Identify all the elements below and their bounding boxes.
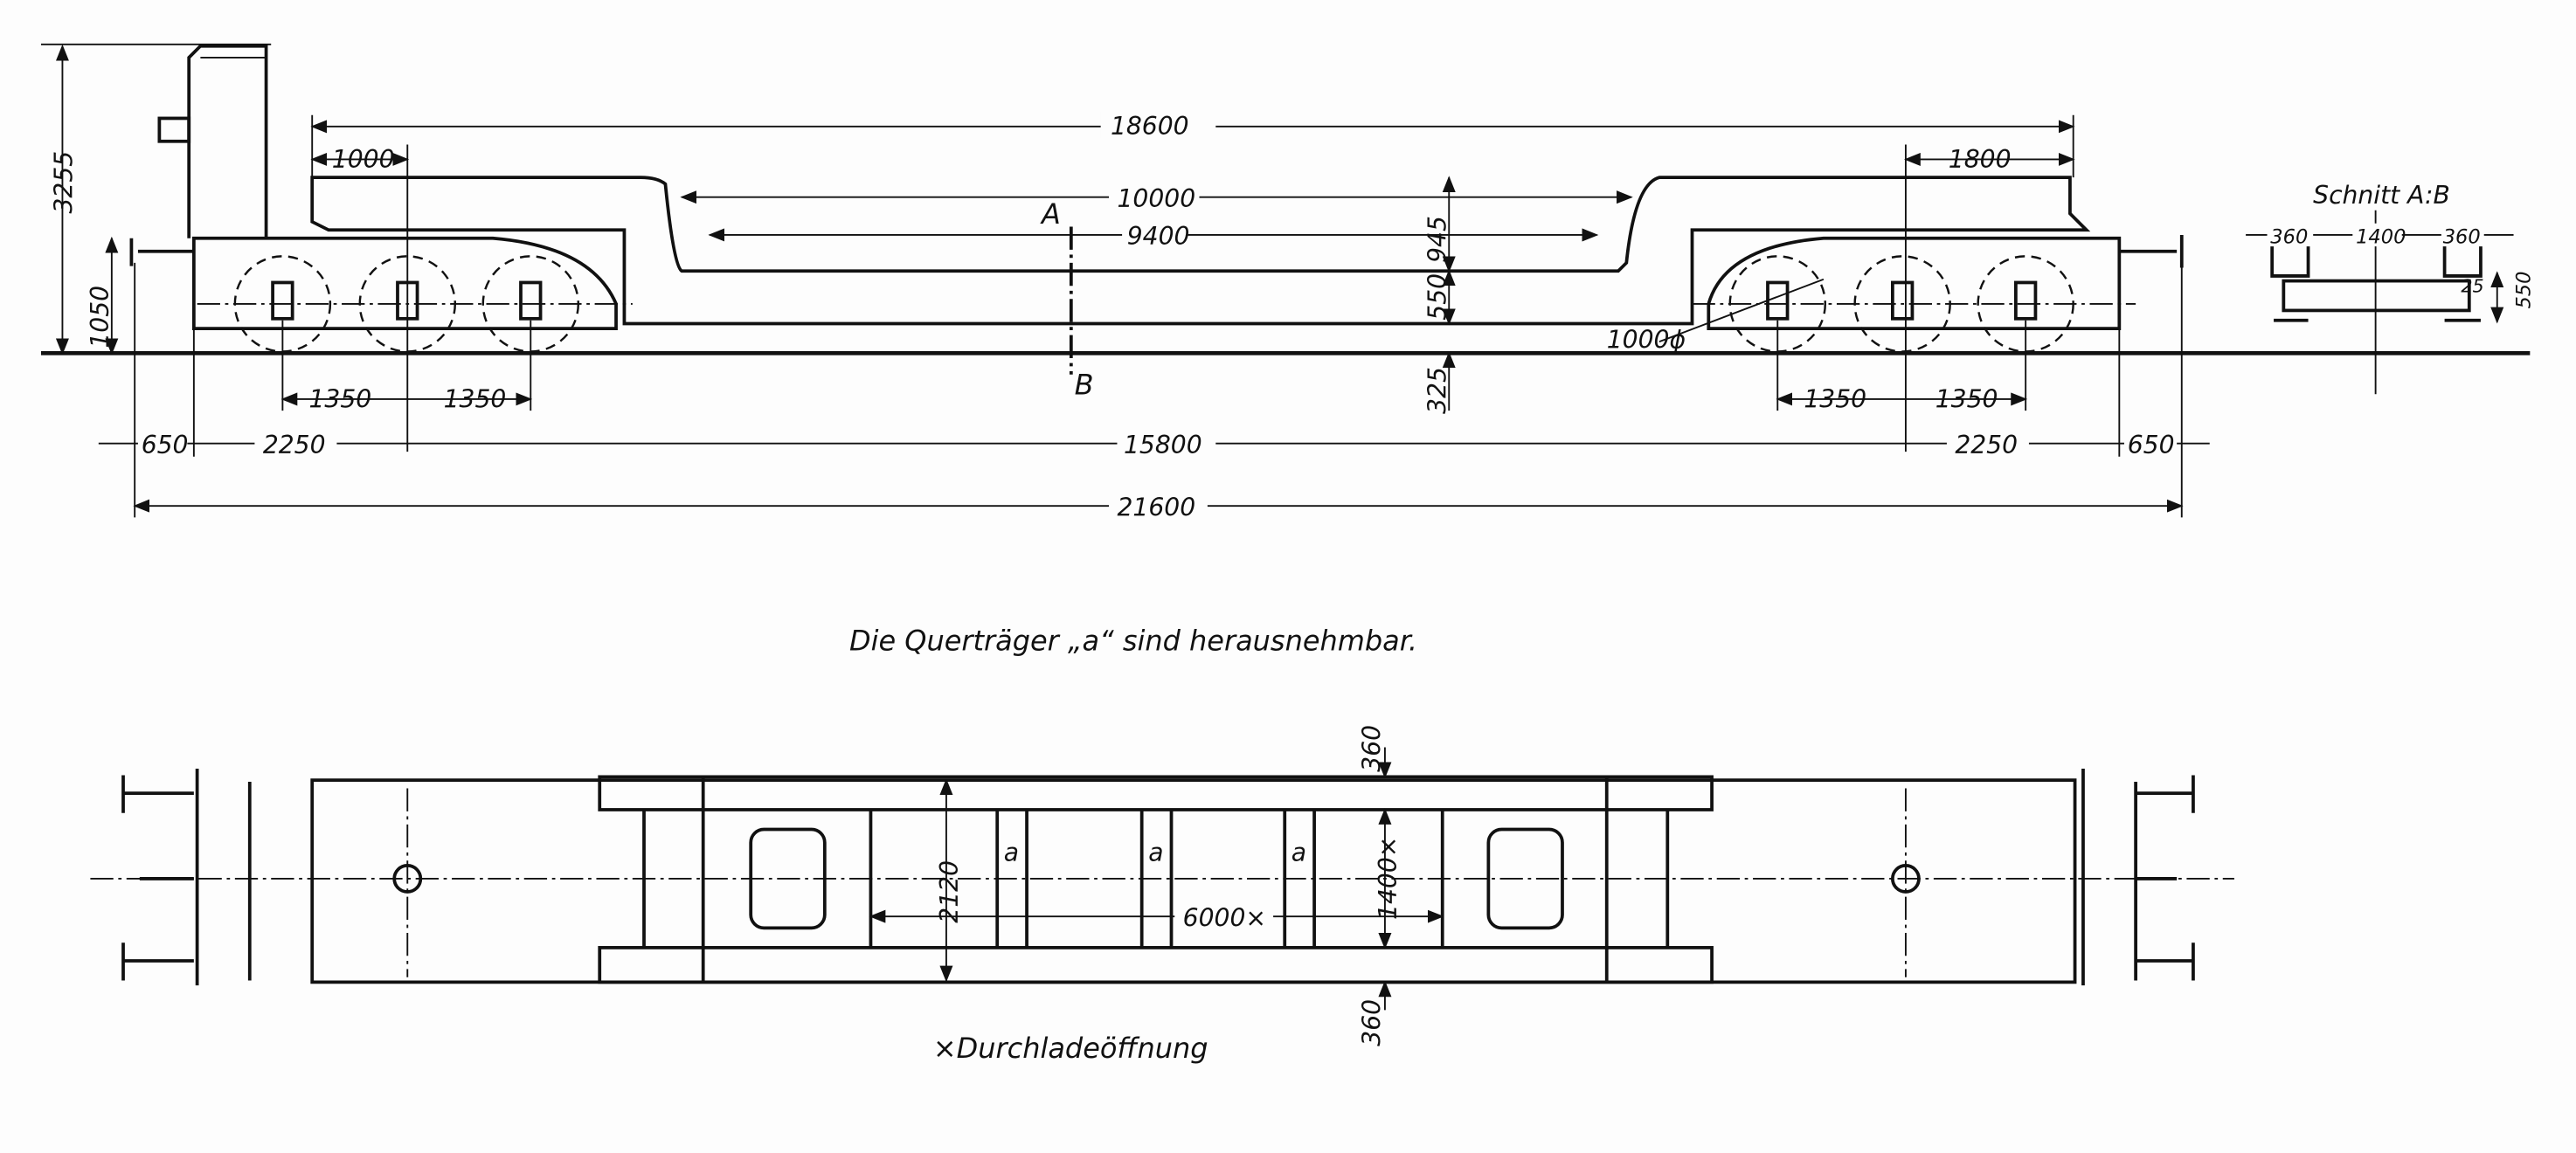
dim-1350: 1350: [1804, 384, 1866, 413]
dim-wheel-diameter: 1000ϕ: [1607, 326, 1686, 355]
dim-2250: 2250: [1955, 431, 2018, 459]
crossbeams: [995, 809, 1316, 948]
crossbeam-label-a: a: [1291, 838, 1306, 866]
plan-view: 2120 6000× 1400× 360 360 a a a ×Durchlad…: [90, 725, 2234, 1065]
dim-550: 550: [2512, 271, 2535, 308]
dim-1350: 1350: [308, 384, 371, 413]
dim-10000: 10000: [1117, 184, 1195, 213]
dim-360: 360: [1357, 999, 1386, 1046]
dim-18600: 18600: [1111, 112, 1189, 141]
dim-650: 650: [2128, 431, 2175, 459]
footnote-loading-opening: ×Durchladeöffnung: [933, 1032, 1208, 1065]
dim-945: 945: [1423, 216, 1451, 263]
dim-1400: 1400×: [1374, 837, 1402, 920]
dim-2250: 2250: [263, 431, 326, 459]
dim-1350: 1350: [444, 384, 507, 413]
brake-wheel: [157, 116, 191, 143]
left-bogie: [191, 236, 618, 330]
well-deck-girder: [310, 176, 2091, 326]
dim-550: 550: [1423, 273, 1451, 321]
dimension-lines: [41, 43, 2210, 518]
dim-360: 360: [1357, 725, 1386, 772]
section-mark-a: A: [1040, 197, 1061, 231]
crossbeam-label-a: a: [1148, 838, 1163, 866]
dim-15800: 15800: [1124, 431, 1202, 459]
dim-3255: 3255: [50, 151, 79, 214]
section-view: Schnitt A:B 360 1400 360 550 25: [2246, 181, 2535, 395]
dimension-labels: 3255 1050 18600 1000 1800 10000 9400 945…: [50, 111, 2178, 521]
dim-1400: 1400: [2356, 225, 2406, 248]
dim-650: 650: [142, 431, 189, 459]
note-crossbeams-removable: Die Querträger „a“ sind herausnehmbar.: [849, 625, 1417, 658]
brake-cab: [187, 44, 268, 238]
side-view: A B 3255: [41, 43, 2531, 521]
dim-21600: 21600: [1117, 493, 1195, 521]
dim-25: 25: [2461, 276, 2483, 297]
dim-2120: 2120: [935, 860, 964, 923]
dim-1800: 1800: [1949, 145, 2012, 174]
left-buffer: [129, 238, 194, 266]
right-buffer: [2119, 234, 2184, 268]
section-title: Schnitt A:B: [2313, 181, 2450, 210]
dim-1050: 1050: [86, 286, 114, 349]
dim-360: 360: [2270, 225, 2308, 248]
section-mark-b: B: [1075, 368, 1094, 401]
right-bogie: [1707, 236, 2122, 330]
dim-9400: 9400: [1127, 222, 1190, 251]
dim-6000: 6000×: [1183, 903, 1266, 932]
crossbeam-label-a: a: [1004, 838, 1019, 866]
dim-325: 325: [1423, 367, 1451, 414]
dim-1000: 1000: [332, 145, 395, 174]
dim-1350: 1350: [1935, 384, 1998, 413]
dim-360: 360: [2443, 225, 2481, 248]
